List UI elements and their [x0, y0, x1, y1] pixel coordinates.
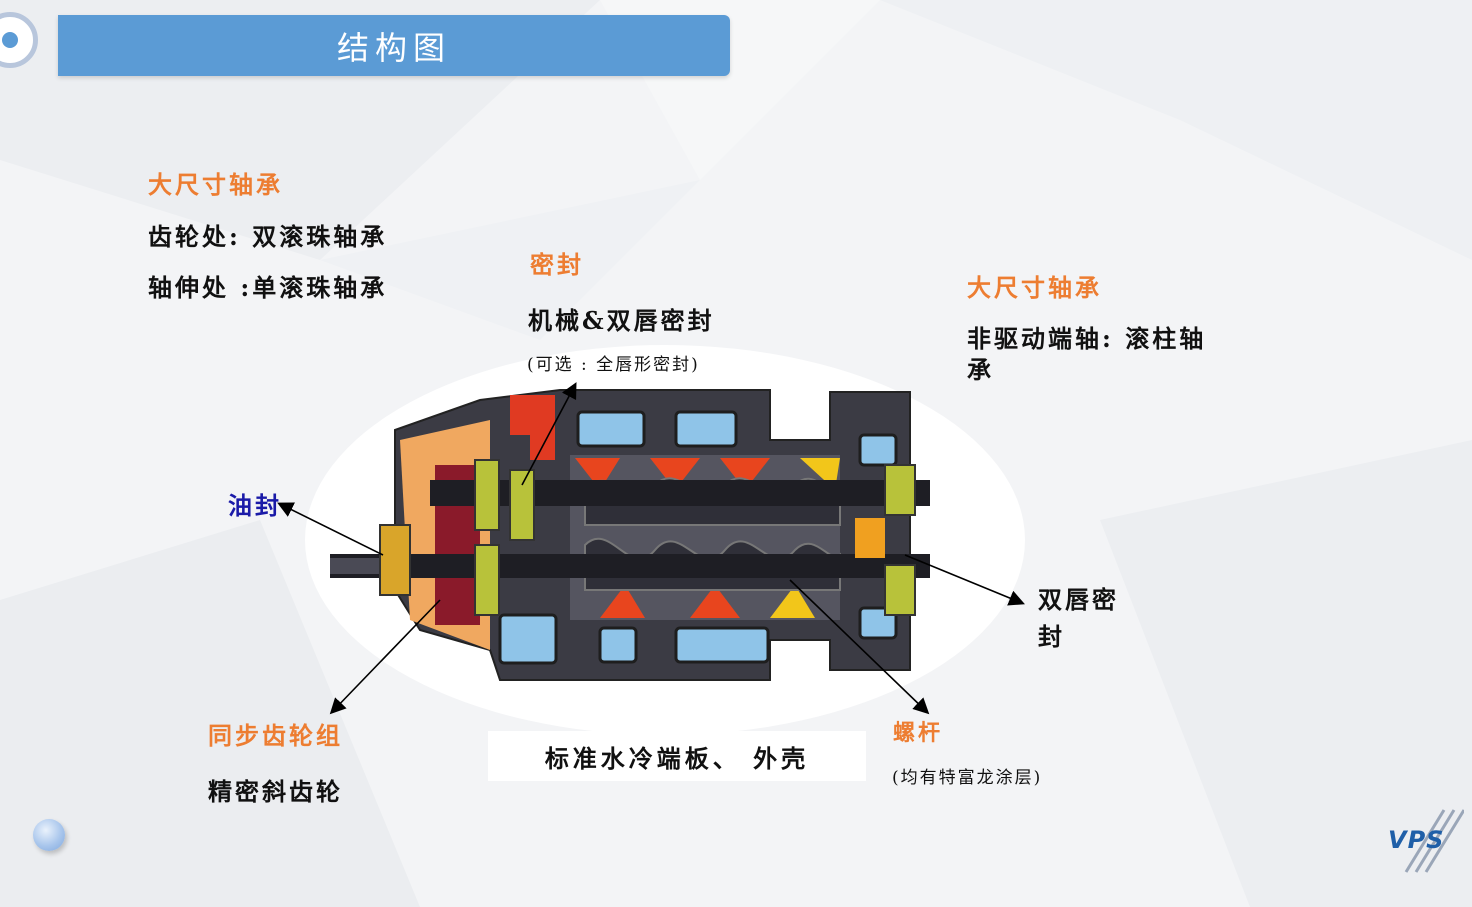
screw-title: 螺杆: [893, 720, 944, 746]
seal-title: 密封: [530, 250, 584, 279]
lip-seal-line2: 封: [1038, 622, 1065, 651]
arrow-screw: [789, 579, 930, 715]
bearing-right-line2: 承: [967, 355, 994, 384]
arrow-seal: [521, 382, 577, 486]
page-title: 结构图: [58, 15, 730, 76]
seal-line2: (可选 : 全唇形密封): [527, 355, 700, 375]
arrow-oil-seal: [277, 502, 384, 556]
bearing-left-title: 大尺寸轴承: [148, 170, 283, 199]
screw-pump-diagram: [305, 345, 1025, 735]
arrow-lip-seal: [904, 554, 1025, 606]
bearing-right-title: 大尺寸轴承: [967, 273, 1102, 302]
decorative-bubble: [33, 819, 65, 851]
bearing-left-line2: 轴伸处 :单滚珠轴承: [148, 273, 388, 302]
logo-text: VPS: [1388, 826, 1445, 854]
vps-logo: VPS: [1386, 808, 1464, 874]
oil-seal-label: 油封: [228, 491, 282, 520]
bearing-left-line1: 齿轮处: 双滚珠轴承: [148, 222, 388, 251]
end-plate-label: 标准水冷端板、 外壳: [488, 731, 866, 781]
gear-title: 同步齿轮组: [208, 721, 343, 750]
bearing-right-line1: 非驱动端轴: 滚柱轴: [967, 324, 1207, 353]
seal-line1: 机械&双唇密封: [528, 306, 715, 335]
arrow-gear: [329, 599, 441, 715]
screw-line1: (均有特富龙涂层): [892, 768, 1043, 788]
lip-seal-line1: 双唇密: [1038, 585, 1119, 614]
gear-line1: 精密斜齿轮: [208, 777, 343, 806]
